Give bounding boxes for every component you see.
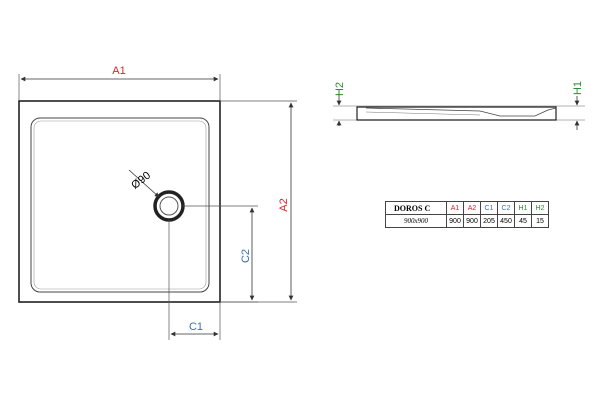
drain-diameter-callout: Ø90	[128, 170, 160, 198]
dimension-c2: C2	[183, 205, 258, 303]
spec-header-c2: C2	[497, 201, 515, 215]
dimension-h1: H1	[572, 81, 584, 130]
spec-header-h2: H2	[531, 201, 549, 215]
spec-value-h1: 45	[514, 214, 532, 228]
side-view	[333, 105, 585, 121]
spec-header-c1: C1	[480, 201, 498, 215]
spec-value-h2: 15	[531, 214, 549, 228]
spec-value-a2: 900	[463, 214, 481, 228]
tray-inner-basin	[30, 117, 210, 293]
spec-value-a1: 900	[446, 214, 464, 228]
label-a2: A2	[278, 198, 290, 211]
top-view	[18, 100, 221, 303]
tray-profile	[356, 106, 557, 121]
spec-table-value-row: 900x900 900 900 205 450 45 15	[385, 214, 549, 228]
tray-outer-outline	[18, 100, 221, 303]
drain-inner-ring	[159, 196, 179, 216]
dimension-a1: A1	[18, 65, 221, 101]
label-h2: H2	[334, 82, 346, 96]
label-h1: H1	[572, 81, 584, 95]
spec-value-c1: 205	[480, 214, 498, 228]
spec-header-a1: A1	[446, 201, 464, 215]
label-a1: A1	[112, 65, 125, 77]
spec-header-h1: H1	[514, 201, 532, 215]
spec-value-c2: 450	[497, 214, 515, 228]
spec-table: DOROS C A1 A2 C1 C2 H1 H2 900x900 900 90…	[385, 201, 549, 228]
label-c1: C1	[189, 321, 203, 333]
tray-inner-basin-shadow	[33, 120, 207, 290]
label-c2: C2	[240, 249, 252, 263]
dimension-c1: C1	[168, 220, 221, 340]
spec-size: 900x900	[385, 214, 447, 228]
dimension-a2: A2	[220, 100, 297, 303]
tray-profile-basin	[365, 107, 557, 117]
drain-outer-ring	[153, 190, 185, 222]
spec-table-header-row: DOROS C A1 A2 C1 C2 H1 H2	[385, 201, 549, 215]
dimension-h2: H2	[334, 82, 346, 126]
spec-model: DOROS C	[385, 201, 447, 215]
spec-header-a2: A2	[463, 201, 481, 215]
